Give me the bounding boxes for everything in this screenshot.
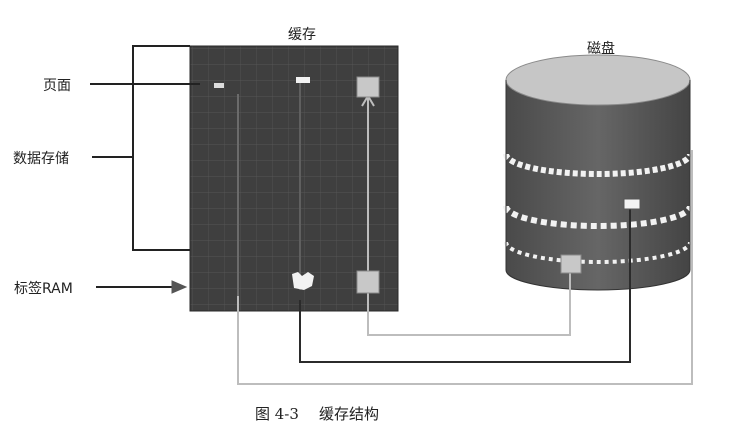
page-slot-small: [214, 83, 224, 88]
figure-number: 图 4-3: [255, 405, 299, 423]
page-slot-light: [296, 77, 310, 83]
disk-title: 磁盘: [587, 41, 615, 57]
cache-title: 缓存: [288, 27, 316, 43]
disk-cylinder: [503, 54, 693, 291]
cache-markers: [214, 76, 641, 294]
figure-caption: 图 4-3 缓存结构: [255, 403, 379, 424]
disk-platter-gap-1: [503, 153, 693, 177]
tag-marker: [356, 270, 380, 294]
disk-platter-gap-2: [503, 205, 693, 229]
page-top-marker: [356, 76, 380, 98]
figure-title: 缓存结构: [318, 405, 379, 423]
page-label: 页面: [43, 78, 71, 94]
tag-ram-label: 标签RAM: [14, 281, 73, 297]
cache-disk-links: [237, 82, 693, 385]
storage-bracket: [132, 45, 190, 251]
link-middle: [299, 203, 631, 363]
link-inner: [367, 270, 571, 336]
disk-marker: [560, 254, 582, 274]
link-outer: [237, 150, 693, 385]
data-storage-label: 数据存储: [13, 151, 69, 167]
tag-ram-arrowhead: [171, 280, 188, 294]
disk-outline: [505, 80, 691, 291]
label-arrows: [90, 83, 200, 294]
disk-block-marker: [623, 198, 641, 210]
disk-platter-gap-3: [504, 241, 692, 264]
tag-slot-light: [292, 272, 314, 290]
disk-top-surface: [505, 54, 691, 106]
